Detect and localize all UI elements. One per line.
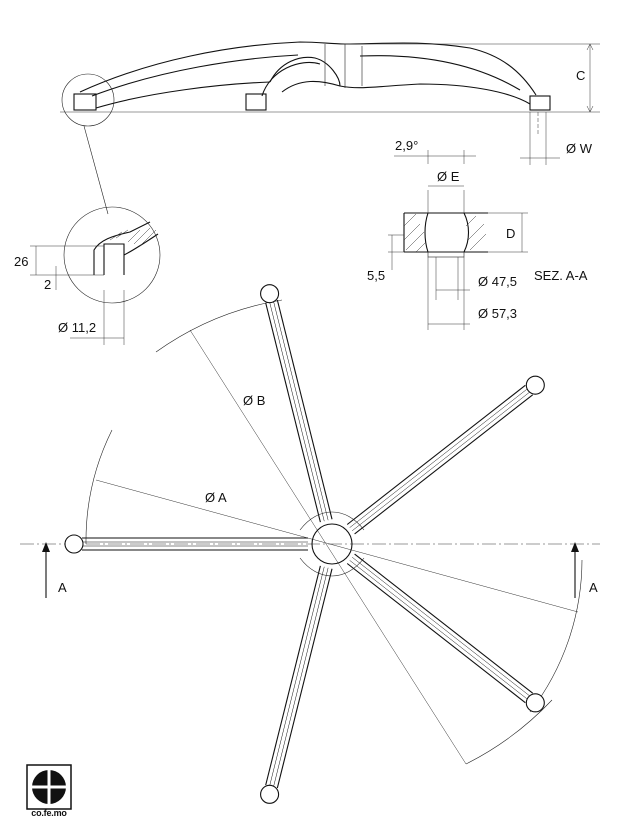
- dim-47-5-label: Ø 47,5: [478, 274, 517, 289]
- dim-5-5-label: 5,5: [367, 268, 385, 283]
- base-arm: [260, 565, 333, 804]
- dim-11-2-label: Ø 11,2: [58, 320, 96, 335]
- dim-2-label: 2: [44, 277, 51, 292]
- base-arms: [64, 284, 545, 804]
- logo-text: co.fe.mo: [31, 808, 67, 818]
- dim-b-label: Ø B: [243, 393, 265, 408]
- base-arm: [346, 375, 545, 535]
- dim-e-label: Ø E: [437, 169, 460, 184]
- angle-label: 2,9°: [395, 138, 418, 153]
- arm-foot: [64, 534, 84, 554]
- arm-foot: [525, 693, 545, 713]
- cofemo-logo-icon: [26, 764, 72, 810]
- detail-view: [30, 206, 161, 345]
- dim-d-label: D: [506, 226, 515, 241]
- dim-57-3-label: Ø 57,3: [478, 306, 517, 321]
- arm-foot: [260, 784, 280, 804]
- arm-foot: [260, 284, 280, 304]
- section-mark-right: A: [589, 580, 598, 595]
- base-arm: [64, 534, 308, 554]
- dim-a-label: Ø A: [205, 490, 227, 505]
- plan-view: [20, 284, 600, 804]
- base-arm: [260, 284, 333, 523]
- section-view: [388, 150, 528, 330]
- section-title: SEZ. A-A: [534, 268, 588, 283]
- dim-w-label: Ø W: [566, 141, 593, 156]
- section-mark-left: A: [58, 580, 67, 595]
- dim-c-label: C: [576, 68, 585, 83]
- dim-26-label: 26: [14, 254, 28, 269]
- arm-foot: [525, 375, 545, 395]
- side-view: [60, 41, 600, 215]
- base-arm: [346, 553, 545, 713]
